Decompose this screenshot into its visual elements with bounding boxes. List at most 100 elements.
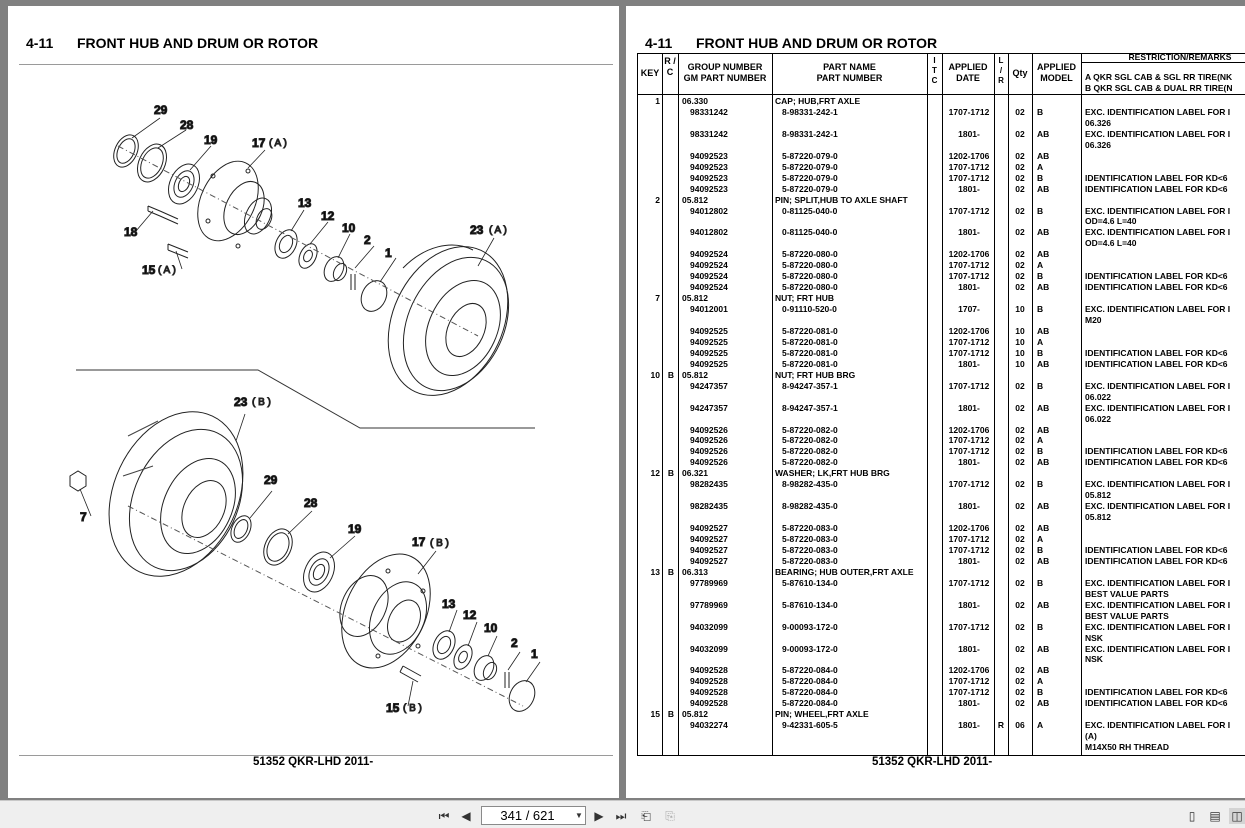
cell-date: 1801- — [958, 555, 980, 566]
cell-rem: IDENTIFICATION LABEL FOR KD<6 — [1085, 544, 1228, 555]
next-page-icon[interactable]: ▶ — [594, 809, 604, 823]
cell-qty: 02 — [1015, 424, 1025, 435]
cell-gm: 94092525 — [690, 347, 728, 358]
cell-pn: 5-87220-080-0 — [782, 282, 838, 293]
cell-qty: 02 — [1015, 150, 1025, 161]
cell-model: B — [1037, 544, 1044, 555]
drum-23b — [108, 411, 244, 577]
cell-gm: 94092524 — [690, 249, 728, 260]
header-remarks-a: A QKR SGL CAB & SGL RR TIRE(NK — [1085, 72, 1233, 82]
viewer-toolbar: ⏮ ◀ 341 / 621 ▼ ▶ ⏭ ⎗ ⎘ ▯ ▤ ◫ — [0, 800, 1245, 828]
cell-gm: 94012802 — [690, 227, 728, 238]
label-18a: 18 — [124, 225, 138, 239]
first-page-icon[interactable]: ⏮ — [438, 808, 450, 823]
cell-model: AB — [1037, 325, 1050, 336]
header-gm-part-number: GM PART NUMBER — [683, 73, 767, 83]
cell-date: 1801- — [958, 128, 980, 139]
cell-model: B — [1037, 271, 1044, 282]
cell-date: 1707-1712 — [948, 577, 990, 588]
cell-pn: 9-00093-172-0 — [782, 643, 838, 654]
cell-gm: 94092525 — [690, 336, 728, 347]
title-rule-left — [19, 64, 613, 65]
cell-rc: B — [667, 709, 675, 720]
label-10b: 10 — [484, 621, 498, 635]
cell-key: 7 — [655, 293, 660, 304]
cell-date: 1707-1712 — [948, 161, 990, 172]
label-10a: 10 — [342, 221, 356, 235]
header-key: KEY — [640, 68, 660, 78]
cell-qty: 02 — [1015, 380, 1025, 391]
cell-rem: EXC. IDENTIFICATION LABEL FOR I — [1085, 577, 1231, 588]
cell-model: AB — [1037, 599, 1050, 610]
parts-table: KEY R / C GROUP NUMBER GM PART NUMBER PA… — [637, 52, 1245, 755]
cell-rem: EXC. IDENTIFICATION LABEL FOR I — [1085, 621, 1231, 632]
cell-qty: 02 — [1015, 435, 1025, 446]
page-number-field[interactable]: 341 / 621 ▼ — [481, 806, 586, 825]
cell-date: 1801- — [958, 643, 980, 654]
cell-gm: 98331242 — [690, 106, 728, 117]
cell-rc: B — [667, 468, 675, 479]
cell-rem: EXC. IDENTIFICATION LABEL FOR I — [1085, 599, 1231, 610]
cell-qty: 02 — [1015, 282, 1025, 293]
cell-model: AB — [1037, 358, 1050, 369]
cell-rem2: NSK — [1085, 654, 1103, 665]
cell-gm: 94092525 — [690, 358, 728, 369]
single-page-view-icon[interactable]: ▯ — [1188, 809, 1196, 823]
cell-pn: 8-98282-435-0 — [782, 501, 838, 512]
go-back-icon[interactable]: ⎗ — [641, 808, 651, 823]
cell-pn: 5-87220-080-0 — [782, 260, 838, 271]
cell-date: 1707-1712 — [948, 271, 990, 282]
cell-rem2: OD=4.6 L=40 — [1085, 216, 1137, 227]
cell-qty: 02 — [1015, 676, 1025, 687]
cell-rem: EXC. IDENTIFICATION LABEL FOR I — [1085, 128, 1231, 139]
cell-gm: 94032099 — [690, 643, 728, 654]
previous-page-icon[interactable]: ◀ — [461, 809, 471, 823]
cell-date: 1801- — [958, 358, 980, 369]
cell-qty: 02 — [1015, 128, 1025, 139]
cell-gm: 94247357 — [690, 402, 728, 413]
cap-1b — [508, 680, 536, 712]
cell-pn: 0-81125-040-0 — [782, 205, 838, 216]
bearing-13a — [274, 229, 298, 259]
label-2b: 2 — [511, 636, 518, 650]
cell-qty: 02 — [1015, 577, 1025, 588]
cell-qty: 02 — [1015, 172, 1025, 183]
cell-pn: CAP; HUB,FRT AXLE — [775, 96, 861, 106]
exploded-diagram: 29 28 19 17 ( A ) 18 13 12 10 2 1 23 ( A… — [69, 103, 541, 716]
cell-qty: 02 — [1015, 106, 1025, 117]
cell-model: B — [1037, 577, 1044, 588]
cell-model: B — [1037, 304, 1044, 315]
cell-qty: 02 — [1015, 643, 1025, 654]
cell-pn: NUT; FRT HUB BRG — [775, 369, 856, 380]
cell-lr: R — [997, 720, 1005, 731]
continuous-view-icon[interactable]: ▤ — [1209, 809, 1221, 823]
cell-pn: 5-87220-079-0 — [782, 172, 838, 183]
cell-gm: 94092523 — [690, 183, 728, 194]
cell-pn: 5-87220-081-0 — [782, 347, 838, 358]
cell-qty: 10 — [1015, 325, 1025, 336]
go-forward-icon[interactable]: ⎘ — [665, 808, 675, 823]
last-page-icon[interactable]: ⏭ — [615, 808, 627, 823]
cell-qty: 02 — [1015, 457, 1025, 468]
cell-rem2: (A) — [1085, 731, 1097, 742]
cell-rem: EXC. IDENTIFICATION LABEL FOR I — [1085, 402, 1231, 413]
cell-pn: 5-87220-080-0 — [782, 249, 838, 260]
cell-gm: 94092526 — [690, 457, 728, 468]
two-page-view-icon[interactable]: ◫ — [1229, 808, 1245, 824]
cell-model: AB — [1037, 501, 1050, 512]
cell-pn: PIN; WHEEL,FRT AXLE — [775, 709, 869, 720]
cell-key: 10 — [650, 369, 660, 380]
cell-pn: 5-87220-084-0 — [782, 698, 838, 709]
header-remarks-b: B QKR SGL CAB & DUAL RR TIRE(N — [1085, 83, 1233, 93]
cell-qty: 02 — [1015, 599, 1025, 610]
cell-date: 1202-1706 — [948, 424, 990, 435]
label-19a: 19 — [204, 133, 218, 147]
chevron-down-icon[interactable]: ▼ — [575, 811, 583, 820]
cell-rem3: M14X50 RH THREAD — [1085, 742, 1170, 753]
variant-23b: ( B ) — [252, 397, 271, 408]
cell-date: 1202-1706 — [948, 523, 990, 534]
cell-qty: 02 — [1015, 698, 1025, 709]
page-indicator: 341 / 621 — [500, 808, 555, 823]
